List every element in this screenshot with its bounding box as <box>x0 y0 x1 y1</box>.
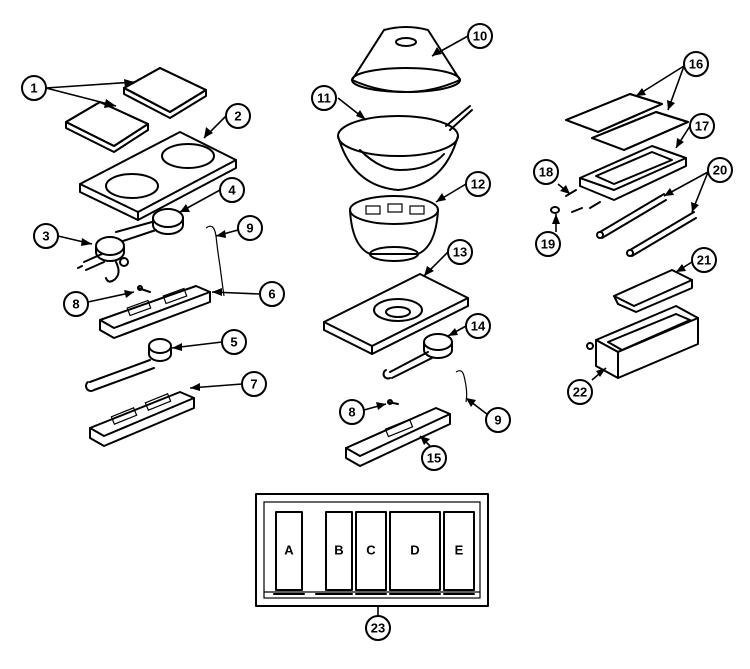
igniter-wire-center <box>455 370 468 403</box>
callout-1: 1 <box>21 75 47 101</box>
module-c-letter: C <box>366 543 376 558</box>
module-d-letter: D <box>410 543 419 558</box>
callout-22-label: 22 <box>573 385 587 400</box>
callout-18: 18 <box>533 159 559 185</box>
module-a: A <box>275 511 303 591</box>
wok-burner <box>382 333 453 380</box>
callout-7: 7 <box>241 371 267 397</box>
callout-9-center: 9 <box>485 407 511 433</box>
module-d: D <box>389 511 441 591</box>
igniter-wire-left <box>205 225 225 297</box>
callout-22: 22 <box>567 379 593 405</box>
grill-grates <box>565 93 689 151</box>
callout-20: 20 <box>707 157 733 183</box>
callout-11-label: 11 <box>317 91 331 106</box>
callout-19: 19 <box>535 231 561 257</box>
callout-10-label: 10 <box>473 29 487 44</box>
module-e: E <box>443 511 475 591</box>
module-b-letter: B <box>334 543 343 558</box>
callout-21-label: 21 <box>697 253 711 268</box>
module-c: C <box>355 511 387 591</box>
grill-elements <box>596 193 697 257</box>
callout-15-label: 15 <box>427 451 441 466</box>
callout-20-label: 20 <box>713 163 727 178</box>
callout-7-label: 7 <box>250 377 257 392</box>
callout-12: 12 <box>465 171 491 197</box>
callout-8-left: 8 <box>63 291 89 317</box>
callout-8-center-label: 8 <box>348 405 355 420</box>
callout-5-label: 5 <box>230 335 237 350</box>
wok-cartridge <box>323 273 469 355</box>
callout-16: 16 <box>683 51 709 77</box>
callout-13: 13 <box>447 239 473 265</box>
callout-11: 11 <box>311 85 337 111</box>
wok-burner-tray <box>345 407 451 467</box>
burner-assembly <box>77 208 184 283</box>
callout-21: 21 <box>691 247 717 273</box>
callout-9-left: 9 <box>237 215 263 241</box>
callout-18-label: 18 <box>539 165 553 180</box>
callout-9-left-label: 9 <box>246 221 253 236</box>
burner-tube <box>85 338 172 392</box>
callout-16-label: 16 <box>689 57 703 72</box>
callout-2-label: 2 <box>234 109 241 124</box>
callout-8-left-label: 8 <box>72 297 79 312</box>
wok-cover <box>351 26 461 93</box>
igniter-left <box>137 285 151 293</box>
callout-4-label: 4 <box>228 183 236 198</box>
callout-3-label: 3 <box>42 229 49 244</box>
module-panel: A B C D E <box>255 493 489 607</box>
callout-12-label: 12 <box>471 177 485 192</box>
callout-10: 10 <box>467 23 493 49</box>
burner-tray-upper <box>99 285 211 339</box>
callout-3: 3 <box>33 223 59 249</box>
callout-1-label: 1 <box>30 81 37 96</box>
grill-fittings <box>550 189 601 214</box>
grill-cover <box>613 269 693 313</box>
callout-17: 17 <box>689 113 715 139</box>
callout-8-center: 8 <box>339 399 365 425</box>
wok-ring <box>349 195 439 262</box>
callout-6-label: 6 <box>268 287 275 302</box>
callout-14: 14 <box>465 313 491 339</box>
callout-2: 2 <box>225 103 251 129</box>
igniter-center <box>387 399 399 405</box>
grill-tray <box>579 145 687 201</box>
module-e-letter: E <box>455 543 464 558</box>
callout-14-label: 14 <box>471 319 486 334</box>
burner-grates <box>65 67 207 153</box>
burner-tray-lower <box>89 391 195 447</box>
callout-15: 15 <box>421 445 447 471</box>
callout-arrowheads <box>81 47 699 445</box>
callout-17-label: 17 <box>695 119 709 134</box>
cooktop-cartridge <box>79 131 237 221</box>
grill-box <box>586 305 699 379</box>
wok-pan <box>337 105 473 191</box>
callout-9-center-label: 9 <box>494 413 501 428</box>
callout-4: 4 <box>219 177 245 203</box>
module-b: B <box>325 511 353 591</box>
callout-6: 6 <box>259 281 285 307</box>
callout-5: 5 <box>221 329 247 355</box>
callout-19-label: 19 <box>541 237 555 252</box>
module-a-letter: A <box>284 543 294 558</box>
callout-13-label: 13 <box>453 245 467 260</box>
callout-23-label: 23 <box>371 621 385 636</box>
callout-23: 23 <box>365 615 391 641</box>
